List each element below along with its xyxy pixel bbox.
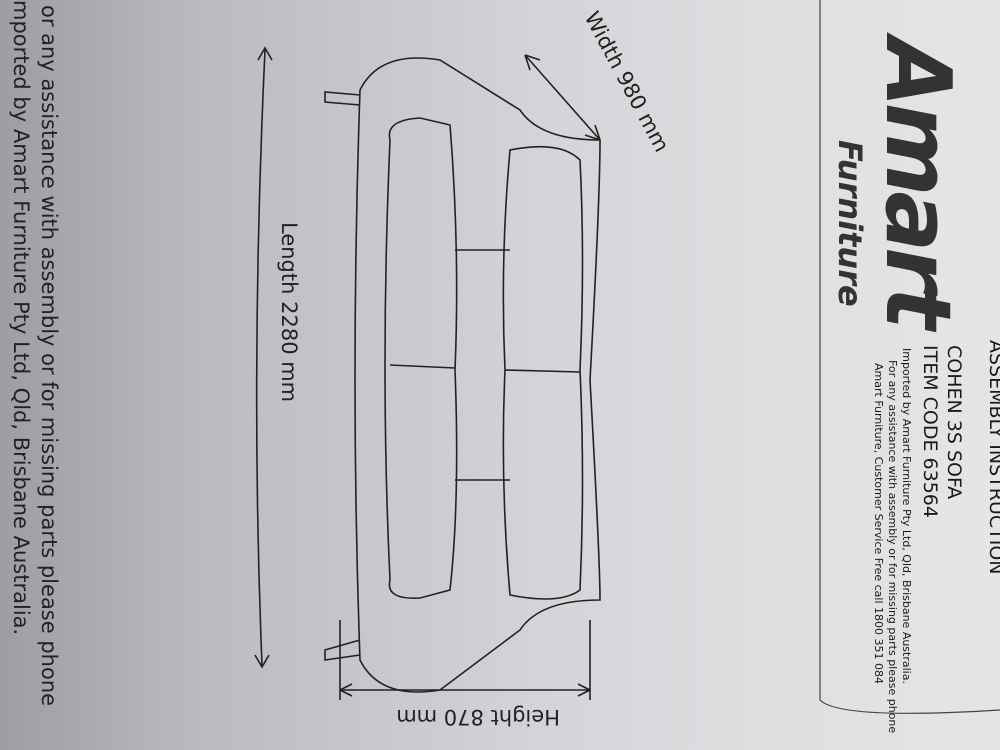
length-dimension-line bbox=[254, 46, 273, 669]
sofa-outline bbox=[354, 57, 601, 693]
doc-title: ASSEMBLY INSTRUCTION bbox=[985, 340, 1000, 575]
product-name: COHEN 3S SOFA bbox=[943, 345, 965, 500]
info-line: Imported by Amart Furniture Pty Ltd, Qld… bbox=[900, 348, 913, 684]
info-line: Amart Furniture, Customer Service Free c… bbox=[872, 363, 885, 684]
sofa-seat-cushions bbox=[502, 145, 584, 600]
back-page-line: mported by Amart Furniture Pty Ltd, Qld,… bbox=[9, 0, 33, 636]
sofa-legs bbox=[324, 91, 361, 661]
sofa-back-cushion bbox=[384, 117, 458, 599]
brand-logo-subtitle: Furniture bbox=[831, 140, 869, 307]
info-line: For any assistance with assembly or for … bbox=[886, 360, 899, 734]
header-border bbox=[819, 0, 1000, 714]
brand-logo: Amart bbox=[865, 38, 970, 325]
length-label: Length 2280 mm bbox=[277, 222, 301, 403]
width-dimension-line bbox=[524, 54, 601, 141]
item-code: ITEM CODE 63564 bbox=[919, 345, 941, 518]
height-label: Height 870 mm bbox=[396, 705, 560, 729]
height-dimension-line bbox=[339, 620, 591, 700]
sofa-back-split bbox=[389, 249, 510, 481]
back-page-line: or any assistance with assembly or for m… bbox=[37, 5, 61, 707]
